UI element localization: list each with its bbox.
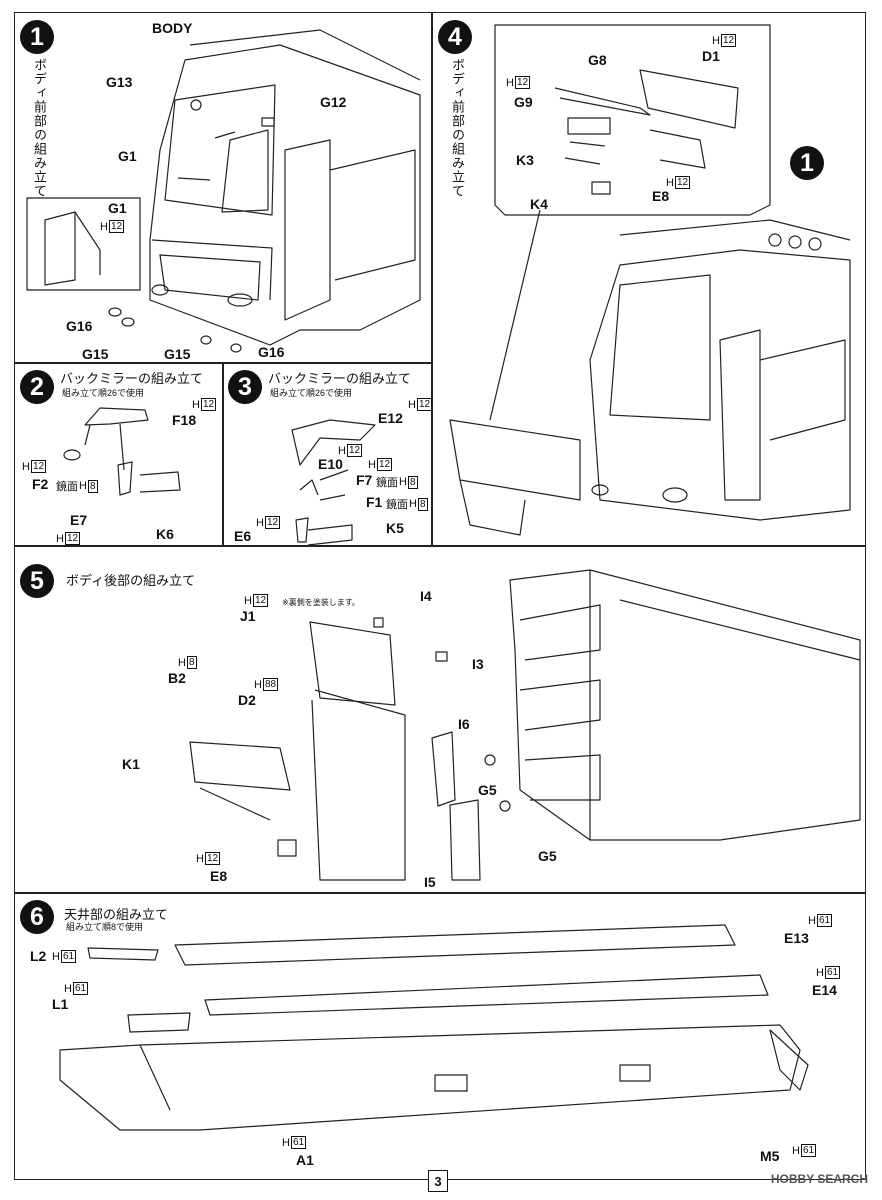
divider [222,362,224,545]
step-1-title: ボディ前部の組み立て [32,58,47,198]
part-label: E8 [210,868,228,884]
part-label: J1 [240,608,256,624]
part-label: K6 [156,526,174,542]
step-2-note: 組み立て順26で使用 [62,388,145,398]
part-label: G5 [478,782,497,798]
part-label: G15 [164,346,191,362]
part-label: K4 [530,196,548,212]
part-label: K3 [516,152,534,168]
part-label: E10 [318,456,343,472]
step-4-badge: 4 [438,20,472,54]
step-5-badge: 5 [20,564,54,598]
part-label: G1 [118,148,137,164]
step-3-note: 組み立て順26で使用 [270,388,353,398]
step-reference-badge: 1 [790,146,824,180]
part-label: I5 [424,874,436,890]
part-label: A1 [296,1152,314,1168]
part-label: I4 [420,588,432,604]
part-label: D1 [702,48,720,64]
paint-note: ※裏側を塗装します。 [282,598,360,607]
part-label: E13 [784,930,809,946]
step-6-badge: 6 [20,900,54,934]
step-6-note: 組み立て順8で使用 [66,922,144,932]
divider [431,12,433,545]
page-number: 3 [428,1170,448,1192]
part-label: G16 [258,344,285,360]
bus-front-illustration [26,29,421,353]
part-label: K5 [386,520,404,536]
part-label: E12 [378,410,403,426]
part-label: G15 [82,346,109,362]
part-label: E8 [652,188,670,204]
part-label: G1 [108,200,127,216]
part-label: E7 [70,512,88,528]
step-2-title: バックミラーの組み立て [60,371,204,386]
part-label: I6 [458,716,470,732]
step-2-badge: 2 [20,370,54,404]
part-label: I3 [472,656,484,672]
part-label: G9 [514,94,533,110]
part-label: E6 [234,528,252,544]
divider [14,892,866,894]
mirror-a-illustration [63,407,181,496]
part-label: F2 [32,476,49,492]
divider [14,545,866,547]
front-panel-illustration [449,24,851,536]
step-1-badge: 1 [20,20,54,54]
roof-assembly-illustration [59,924,809,1131]
part-label: L2 [30,948,47,964]
part-label: G13 [106,74,133,90]
part-label: F18 [172,412,197,428]
step-3-title: バックミラーの組み立て [268,371,412,386]
part-label: G12 [320,94,347,110]
step-4-title: ボディ前部の組み立て [450,58,465,198]
part-label: F7 [356,472,373,488]
watermark-brand: HOBBY SEARCH [770,1172,868,1186]
part-label: B2 [168,670,186,686]
part-label: D2 [238,692,256,708]
part-label: L1 [52,996,69,1012]
step-3-badge: 3 [228,370,262,404]
mirror-b-illustration [291,419,376,546]
step-6-title: 天井部の組み立て [64,907,169,922]
step-5-title: ボディ後部の組み立て [66,573,196,588]
part-label: BODY [152,20,193,36]
part-label: G5 [538,848,557,864]
part-label: G16 [66,318,93,334]
part-label: E14 [812,982,837,998]
part-label: F1 [366,494,383,510]
part-label: G8 [588,52,607,68]
part-label: M5 [760,1148,780,1164]
part-label: K1 [122,756,140,772]
rear-body-illustration [189,569,861,881]
